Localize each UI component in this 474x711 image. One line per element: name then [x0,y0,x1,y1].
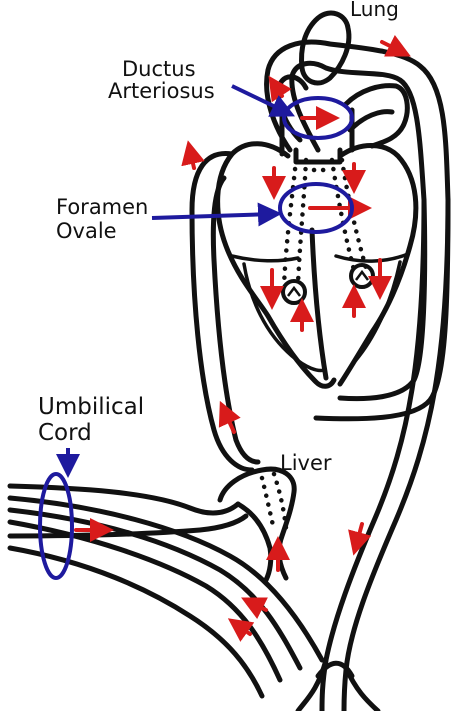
label-liver: Liver [280,451,332,475]
label-ductus-line1: Ductus [122,57,196,81]
label-umbilical-line1: Umbilical [38,394,144,420]
label-ductus-line2: Arteriosus [108,79,215,103]
label-foramen-line2: Ovale [56,219,117,243]
flow-arrows [74,35,411,642]
ductus-arteriosus-highlight [282,96,354,140]
flow-arrow [181,140,205,170]
foramen-pointer-arrow [151,202,282,227]
descending-vessels [295,197,451,711]
heart-valve-left [281,279,307,305]
dotted-flow-paths [281,157,369,289]
umbilical-vessels [7,483,325,699]
label-umbilical-line2: Cord [38,420,92,446]
flow-arrow [348,522,372,556]
label-lung: Lung [350,0,399,21]
flow-arrow [241,597,268,619]
ductus-pointer-arrow [231,84,296,117]
flow-arrow [218,400,241,434]
flow-arrow [380,35,411,57]
flow-arrow [268,75,292,103]
label-foramen-line1: Foramen [56,195,148,219]
left-systemic-loop [189,151,261,473]
lung [299,10,352,86]
flow-arrow [227,618,255,642]
